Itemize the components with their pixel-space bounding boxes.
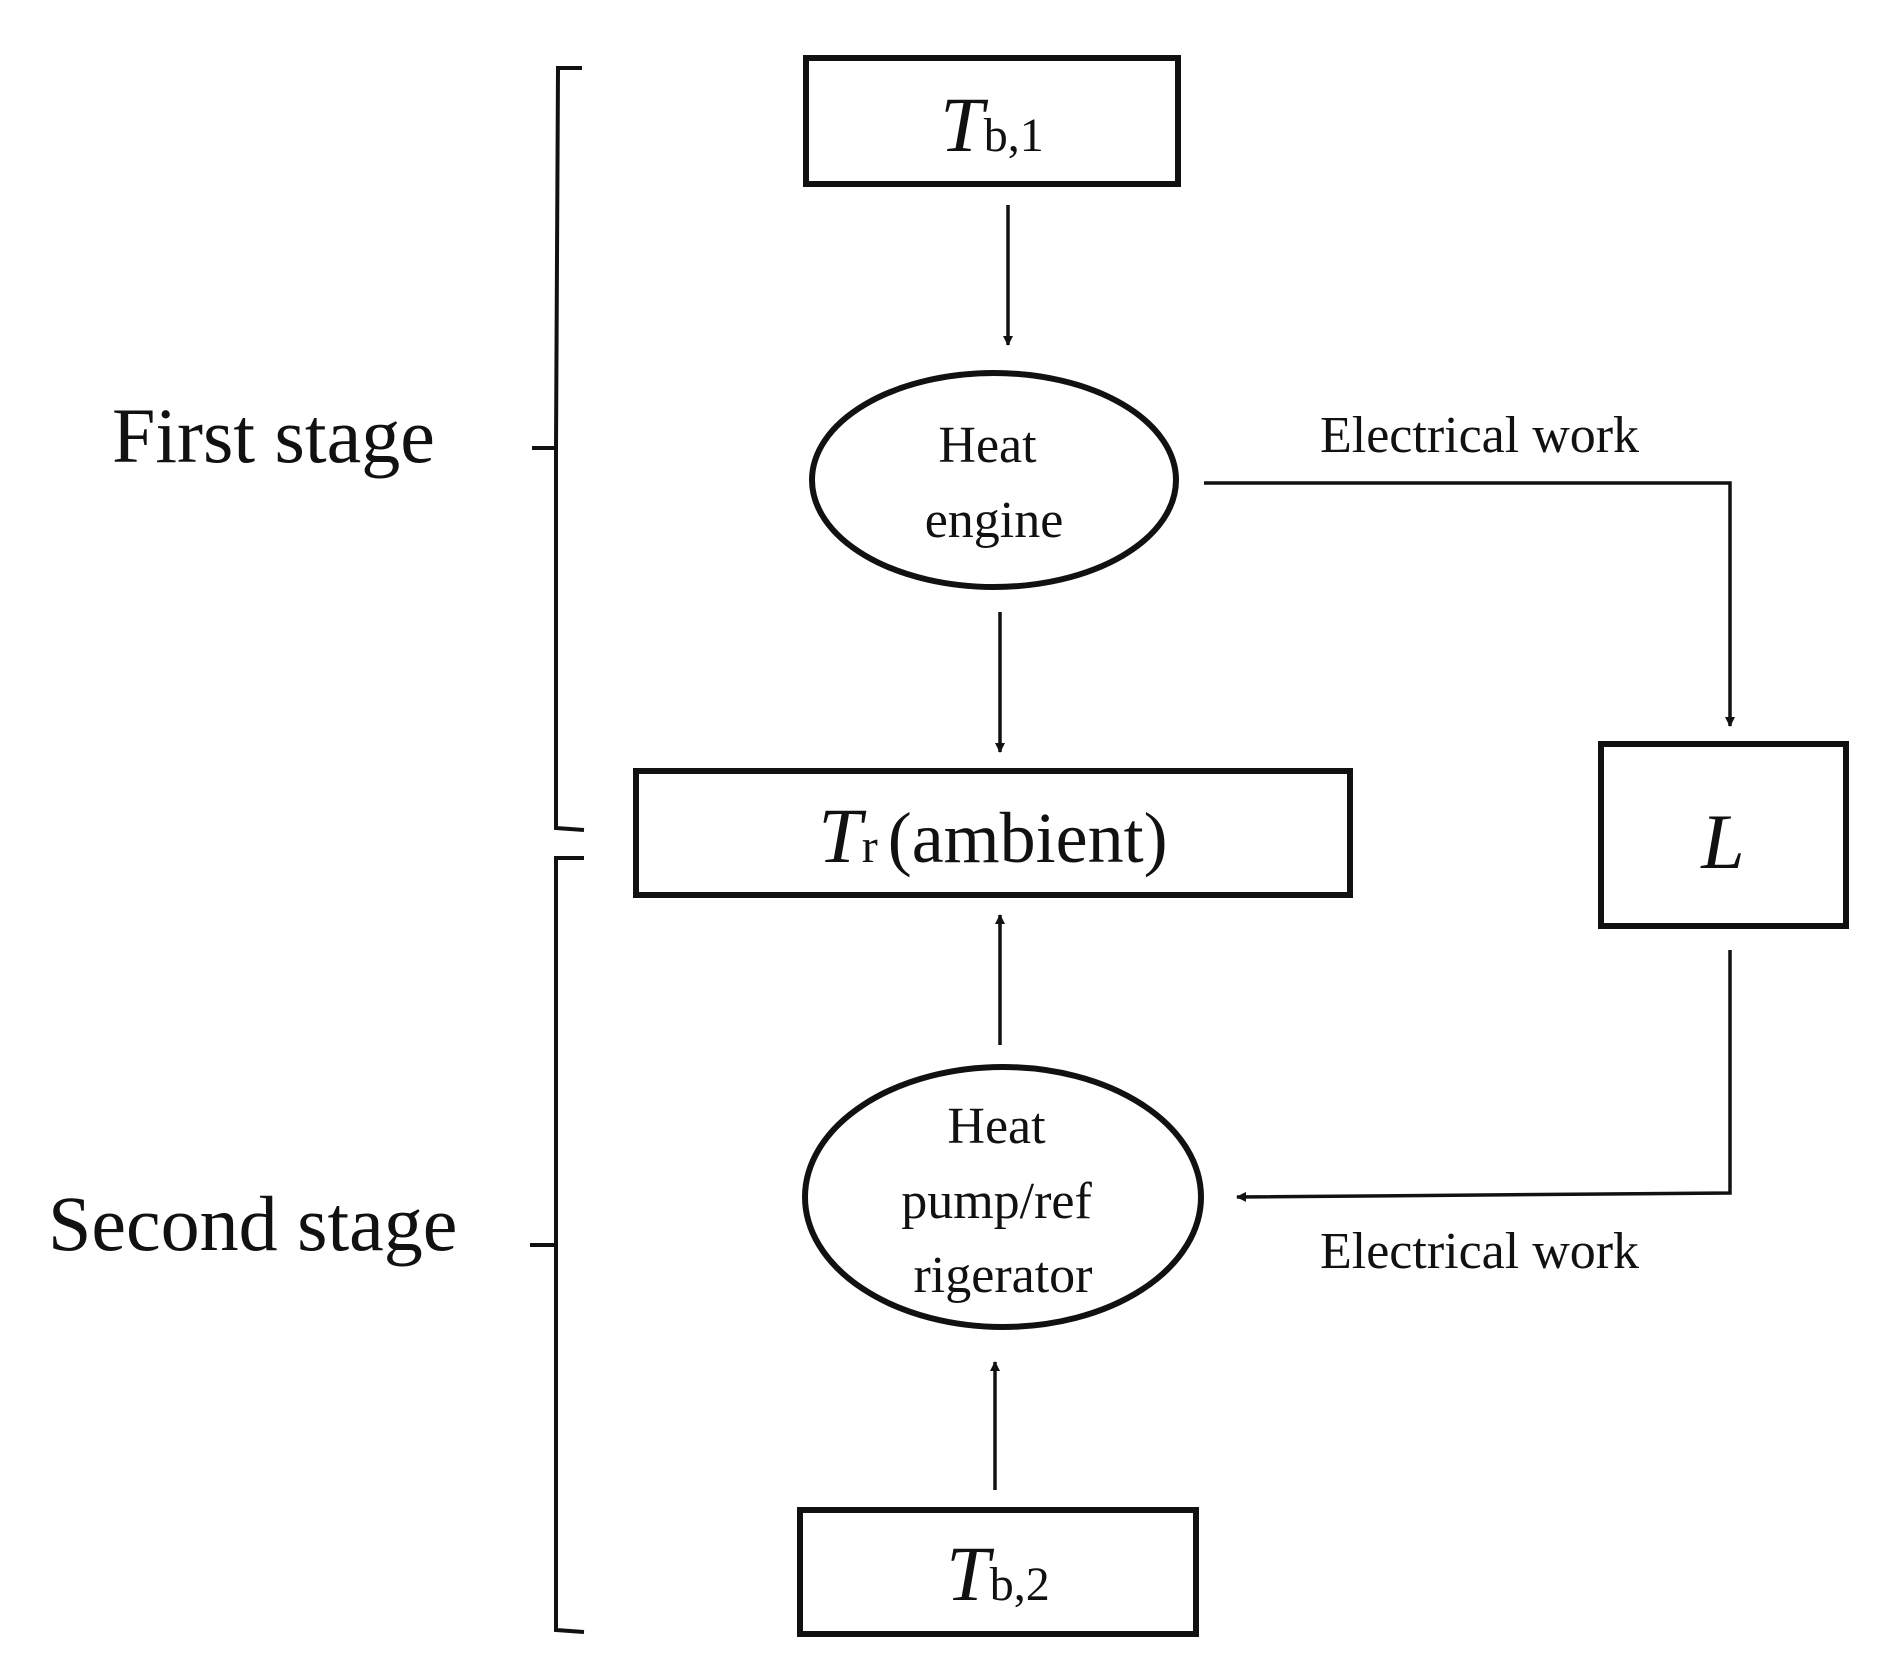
arrow-heat-engine-to-load — [1204, 481, 1735, 727]
heat-pump-line-2: pump/ref — [901, 1173, 1092, 1230]
second-stage-bracket — [530, 856, 585, 1634]
tr-symbol: T — [818, 792, 866, 879]
tb1-label: Tb,1 — [940, 81, 1043, 168]
heat-pump-line-1: Heat — [947, 1098, 1046, 1155]
tr-suffix: (ambient) — [888, 798, 1168, 878]
heat-pump-line-3: rigerator — [913, 1247, 1092, 1304]
electrical-work-label-bottom: Electrical work — [1320, 1223, 1639, 1280]
tb1-symbol: T — [940, 81, 988, 168]
tb2-label: Tb,2 — [946, 1530, 1049, 1617]
heat-pump-label: Heat pump/ref rigerator — [901, 1098, 1105, 1304]
load-label: L — [1700, 798, 1744, 885]
arrow-load-to-heat-pump — [1236, 950, 1732, 1202]
heat-engine-line-2: engine — [925, 492, 1064, 549]
load-box: L — [1598, 741, 1849, 929]
first-stage-bracket — [532, 66, 585, 832]
tr-ambient-box: Tr(ambient) — [633, 768, 1353, 898]
heat-engine-label: Heat engine — [925, 417, 1064, 549]
electrical-work-label-top: Electrical work — [1320, 407, 1639, 464]
tb2-symbol: T — [946, 1530, 994, 1617]
heat-engine-node: Heat engine — [809, 370, 1179, 590]
second-stage-label: Second stage — [48, 1180, 457, 1267]
tb2-subscript: b,2 — [990, 1558, 1050, 1611]
heat-engine-line-1: Heat — [938, 417, 1037, 474]
tr-ambient-label: Tr(ambient) — [818, 792, 1167, 879]
first-stage-label: First stage — [112, 392, 435, 479]
tb2-box: Tb,2 — [797, 1507, 1199, 1637]
heat-pump-node: Heat pump/ref rigerator — [802, 1064, 1204, 1330]
tr-subscript: r — [862, 820, 878, 873]
tb1-subscript: b,1 — [984, 109, 1044, 162]
tb1-box: Tb,1 — [803, 55, 1181, 187]
